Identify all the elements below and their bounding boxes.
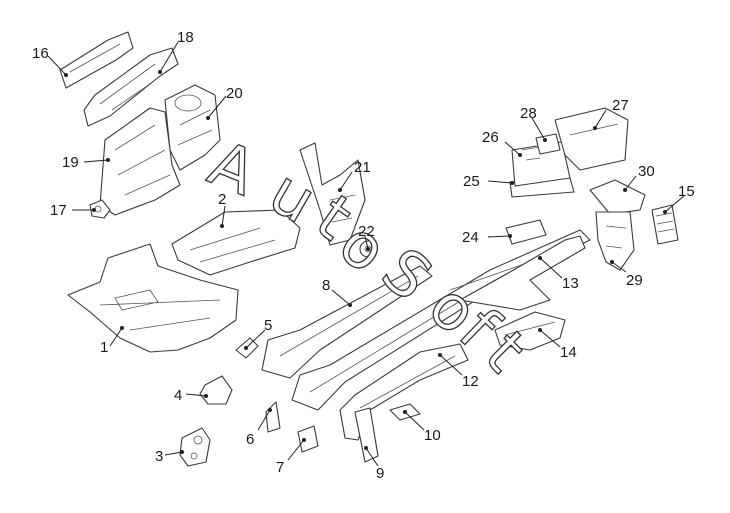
part-3	[179, 427, 211, 467]
callout-5: 5	[264, 317, 272, 334]
callout-18: 18	[177, 29, 194, 46]
callout-22: 22	[358, 223, 375, 240]
callout-2: 2	[218, 191, 226, 208]
part-15	[651, 204, 679, 245]
leader-lines	[47, 41, 685, 467]
part-7	[297, 425, 319, 453]
callout-27: 27	[612, 97, 629, 114]
part-12	[339, 343, 469, 441]
callout-24: 24	[462, 229, 479, 246]
callout-12: 12	[462, 373, 479, 390]
callout-30: 30	[638, 163, 655, 180]
callout-14: 14	[560, 344, 577, 361]
callout-10: 10	[424, 427, 441, 444]
callout-1: 1	[100, 339, 108, 356]
part-4	[199, 375, 233, 405]
part-13	[459, 235, 586, 311]
part-1	[67, 243, 239, 353]
callout-28: 28	[520, 105, 537, 122]
callout-13: 13	[562, 275, 579, 292]
part-30	[589, 179, 646, 215]
callout-6: 6	[246, 431, 254, 448]
part-24	[505, 219, 547, 245]
part-14	[494, 311, 566, 351]
part-18	[83, 47, 179, 127]
part-17	[89, 199, 111, 219]
callout-26: 26	[482, 129, 499, 146]
callout-8: 8	[322, 277, 330, 294]
part-9	[354, 407, 379, 463]
part-19	[99, 107, 181, 216]
part-8	[261, 265, 433, 379]
part-16	[59, 31, 134, 89]
callout-19: 19	[62, 154, 79, 171]
callout-21: 21	[354, 159, 371, 176]
callout-17: 17	[50, 202, 67, 219]
callout-4: 4	[174, 387, 182, 404]
part-28	[535, 133, 561, 155]
callout-9: 9	[376, 465, 384, 482]
callout-numbers: 1 2 3 4 5 6 7 8 9 10 12 13 14 15 16 17 1…	[32, 29, 695, 482]
callout-16: 16	[32, 45, 49, 62]
callout-25: 25	[463, 173, 480, 190]
part-29	[595, 211, 635, 271]
callout-15: 15	[678, 183, 695, 200]
part-2	[171, 209, 301, 276]
callout-3: 3	[155, 448, 163, 465]
part-6	[265, 401, 281, 433]
callout-20: 20	[226, 85, 243, 102]
callout-7: 7	[276, 459, 284, 476]
part-20	[164, 84, 221, 171]
part-21	[299, 142, 366, 246]
callout-29: 29	[626, 272, 643, 289]
